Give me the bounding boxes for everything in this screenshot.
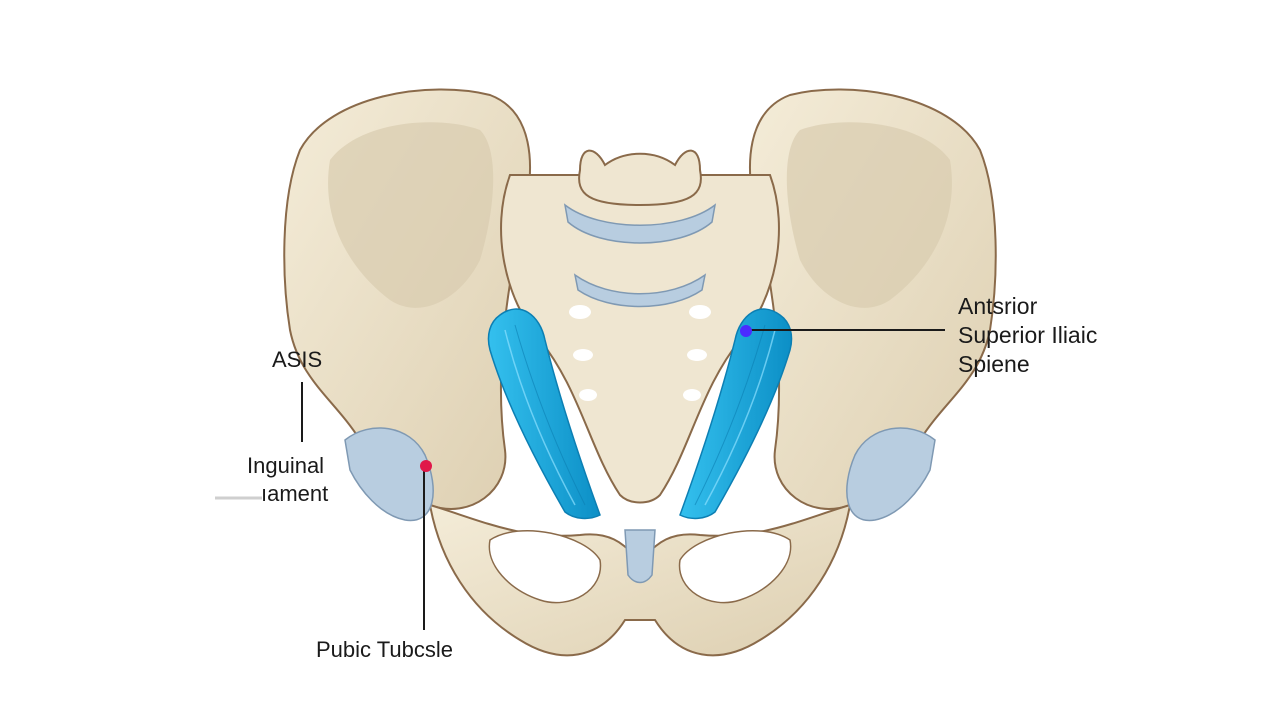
right-label-line-2: Superior Iliaic [958, 321, 1098, 348]
vertebra [578, 149, 702, 207]
inguinal-ligament-label: Inguinal ıament [247, 452, 328, 507]
left-obturator-foramen [488, 529, 602, 604]
disc-lower [573, 273, 707, 308]
sacral-foramina [569, 305, 711, 401]
inguinal-label-line-2: ıament [261, 480, 329, 506]
right-obturator-foramen [678, 529, 792, 604]
leader-lines [215, 329, 945, 630]
right-joint-cartilage [846, 427, 936, 522]
inguinal-label-line-1: Inguinal [247, 453, 325, 478]
right-label-line-3: Spiene [958, 350, 1030, 377]
left-joint-cartilage [344, 427, 434, 522]
right-ligament [679, 308, 793, 520]
right-label-line-1: Antsrior [958, 293, 1038, 319]
anterior-superior-iliac-spine-label: Antsrior Superior Iliaic Spiene [958, 292, 1097, 378]
left-ligament [487, 308, 601, 520]
red-marker [420, 460, 432, 472]
blue-marker [740, 325, 752, 337]
pubic-tubercle-label: Pubic Tubcsle [316, 637, 453, 662]
pubic-symphysis [624, 529, 656, 584]
disc-upper [563, 203, 717, 244]
asis-label: ASIS [272, 347, 323, 372]
